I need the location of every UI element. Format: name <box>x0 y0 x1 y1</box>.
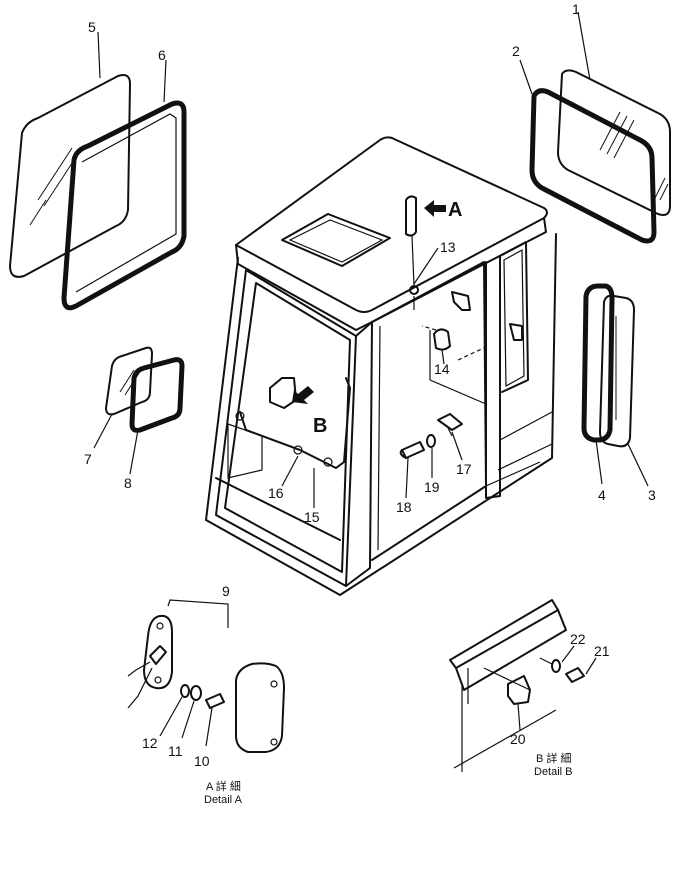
callout-b-arrow <box>292 386 314 404</box>
part-label-12: 12 <box>142 735 158 751</box>
callout-a-arrow <box>424 200 446 217</box>
part-label-22: 22 <box>570 631 586 647</box>
part-label-19: 19 <box>424 479 440 495</box>
side-window-seal <box>581 283 615 443</box>
callout-b-label: B <box>313 415 327 437</box>
part-label-13: 13 <box>440 239 456 255</box>
part-label-21: 21 <box>594 643 610 659</box>
cab-body <box>205 136 557 596</box>
window-glass-right <box>557 69 671 216</box>
part-label-9: 9 <box>222 583 230 599</box>
part-label-4: 4 <box>598 487 606 503</box>
part-label-5: 5 <box>88 19 96 35</box>
part-label-10: 10 <box>194 753 210 769</box>
small-window-glass <box>105 346 153 416</box>
part-label-11: 11 <box>168 743 183 759</box>
window-glass-left <box>9 74 131 278</box>
detail-a <box>127 599 285 753</box>
detail-a-caption-en: Detail A <box>204 794 243 806</box>
part-label-16: 16 <box>268 485 284 501</box>
detail-b-caption-en: Detail B <box>534 766 573 778</box>
part-label-3: 3 <box>648 487 656 503</box>
window-seal-left <box>61 100 187 311</box>
part-label-1: 1 <box>572 1 580 17</box>
part-label-7: 7 <box>84 451 92 467</box>
callout-a-label: A <box>448 199 462 221</box>
detail-a-caption-jp: A 詳 細 <box>206 779 241 793</box>
window-seal-right <box>529 88 657 244</box>
leader-lines <box>93 11 649 508</box>
small-window-seal <box>129 357 185 433</box>
part-label-6: 6 <box>158 47 166 63</box>
part-label-14: 14 <box>434 361 450 377</box>
part-label-18: 18 <box>396 499 412 515</box>
detail-b <box>449 599 597 772</box>
detail-b-caption-jp: B 詳 細 <box>536 751 571 765</box>
part-label-2: 2 <box>512 43 520 59</box>
part-label-20: 20 <box>510 731 526 747</box>
part-label-15: 15 <box>304 509 320 525</box>
part-label-8: 8 <box>124 475 132 491</box>
part-label-17: 17 <box>456 461 472 477</box>
side-window-glass <box>599 294 635 448</box>
